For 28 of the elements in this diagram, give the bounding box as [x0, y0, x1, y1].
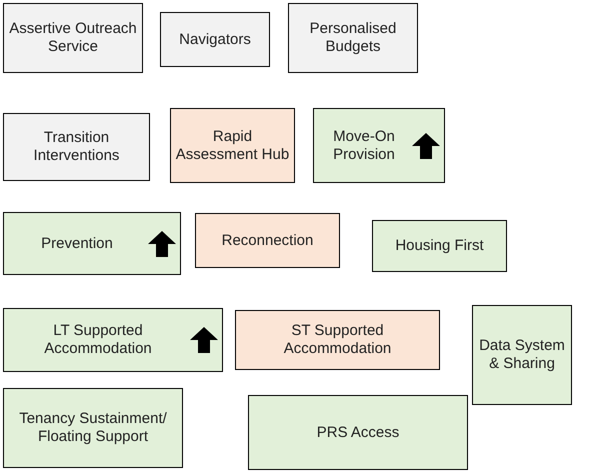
- service-label: Data System & Sharing: [478, 337, 566, 373]
- service-label: Assertive Outreach Service: [8, 20, 138, 56]
- service-label: Transition Interventions: [32, 129, 120, 165]
- service-box: [3, 308, 223, 372]
- service-box: [372, 220, 507, 272]
- service-box: [3, 113, 150, 181]
- service-label: Navigators: [179, 30, 251, 48]
- service-label: Move-On Provision: [332, 128, 396, 164]
- service-box: [3, 212, 181, 275]
- service-label: Personalised Budgets: [308, 20, 398, 56]
- service-box: [3, 3, 143, 73]
- service-box: [195, 213, 340, 268]
- service-box: [288, 3, 418, 73]
- service-label: PRS Access: [316, 424, 400, 442]
- service-box: [472, 305, 572, 405]
- service-label: Tenancy Sustainment/ Floating Support: [18, 410, 168, 446]
- service-label: Rapid Assessment Hub: [175, 128, 290, 164]
- service-box: [3, 388, 183, 468]
- service-box: [170, 108, 295, 183]
- service-label: ST Supported Accommodation: [282, 322, 392, 358]
- service-label: Prevention: [41, 234, 113, 252]
- service-label: LT Supported Accommodation: [43, 322, 153, 358]
- service-label: Reconnection: [222, 232, 314, 250]
- service-box: [160, 12, 270, 67]
- service-box: [235, 310, 440, 370]
- service-box: [248, 395, 468, 470]
- service-box: [313, 108, 445, 183]
- service-label: Housing First: [395, 237, 484, 255]
